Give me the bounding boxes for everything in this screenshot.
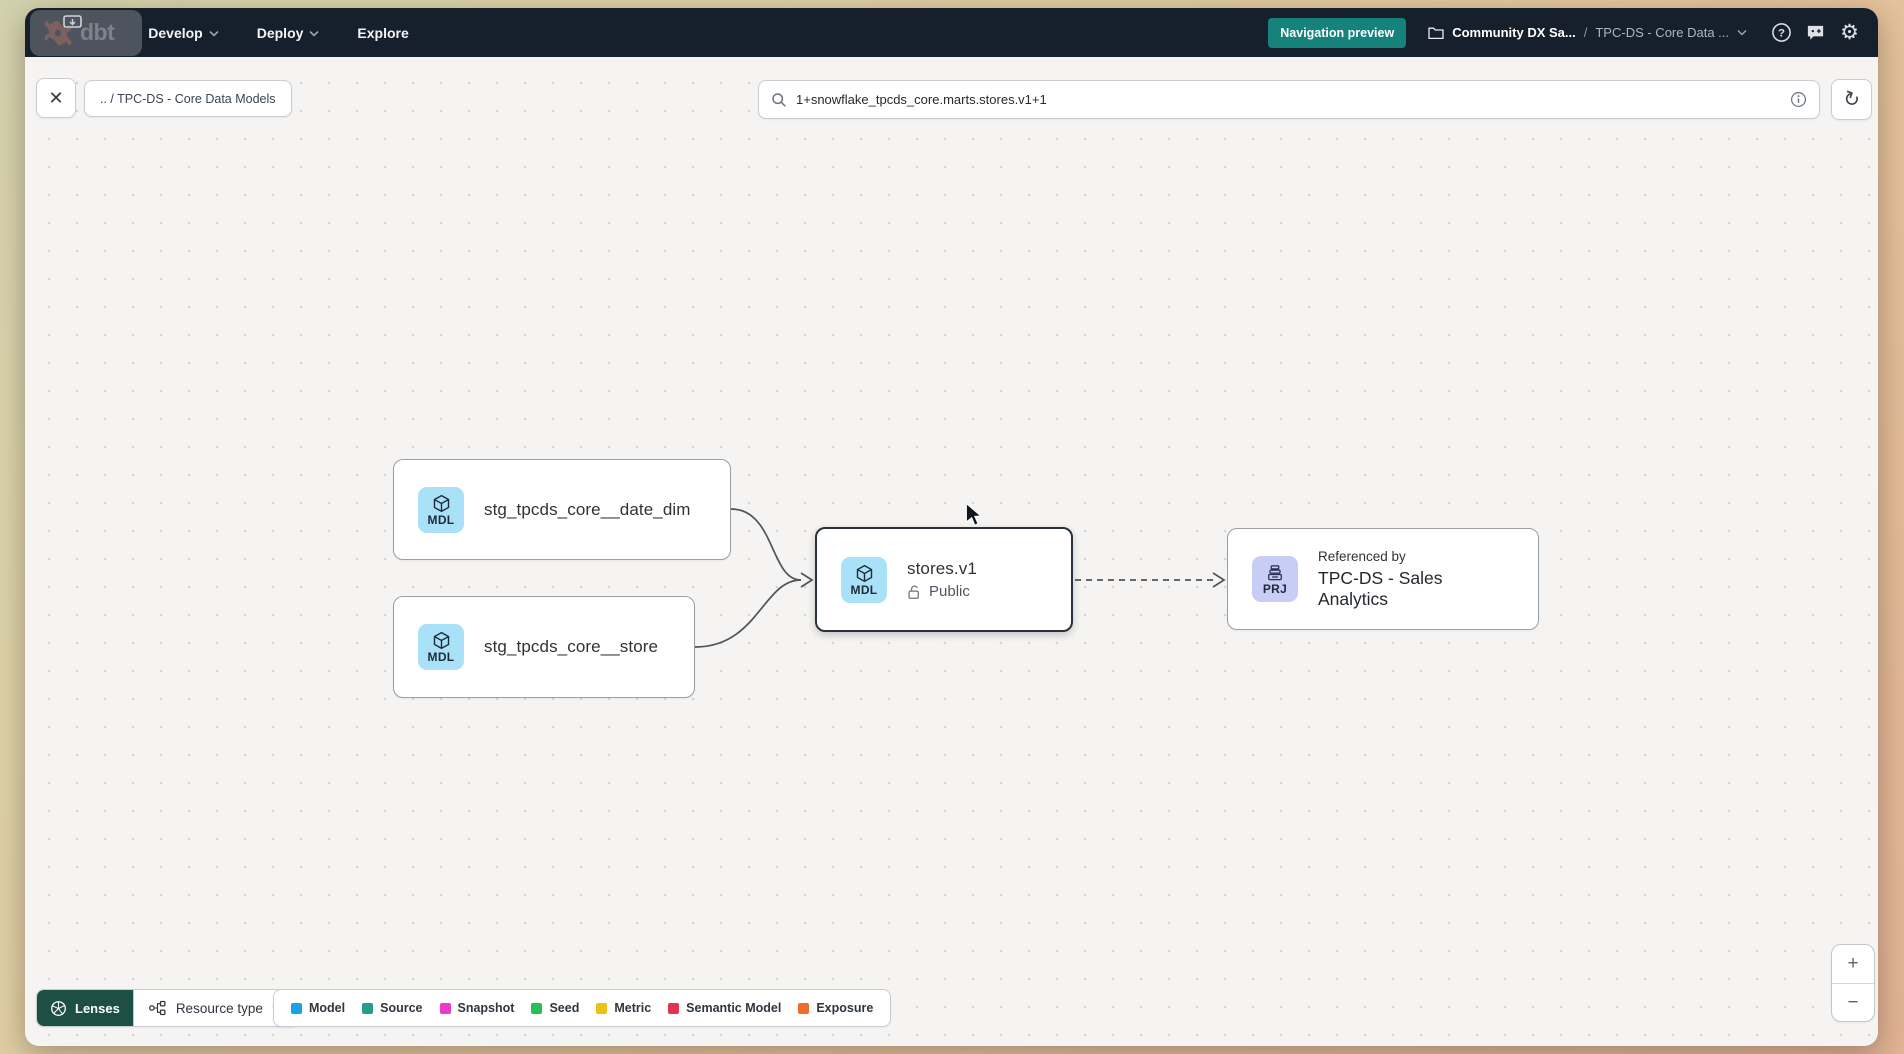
selector-search[interactable] [758,80,1820,119]
zoom-controls: + − [1831,944,1875,1022]
navbar-right: Navigation preview Community DX Sa... / … [1268,17,1860,48]
close-icon: ✕ [48,87,64,108]
refresh-icon: ↻ [1839,86,1863,114]
nav-item-label: Develop [148,24,203,41]
project-badge: PRJ [1252,556,1298,602]
node-access-row: Public [907,583,977,600]
footer-controls: Lenses Resource type [36,989,298,1027]
legend-swatch [596,1002,608,1014]
node-title: TPC-DS - Sales Analytics [1318,567,1443,609]
nav-item-label: Explore [357,24,409,41]
cube-icon [856,564,872,582]
legend-item-snapshot: Snapshot [439,1001,515,1015]
unlock-icon [908,584,919,599]
node-title: stores.v1 [907,559,977,578]
legend-item-exposure: Exposure [798,1001,873,1015]
top-navbar: dbt Develop Deploy Explore Navigation pr… [25,8,1878,57]
legend-swatch [668,1002,680,1014]
model-badge: MDL [418,624,464,670]
info-icon[interactable] [1790,91,1807,108]
node-access-label: Public [929,583,970,600]
model-node-stores-v1-selected[interactable]: MDL stores.v1 Public [815,527,1073,632]
svg-text:?: ? [1778,28,1785,40]
legend-swatch [362,1002,374,1014]
model-node-store[interactable]: MDL stg_tpcds_core__store [393,596,695,698]
screen-capture-overlay [30,10,142,56]
legend-item-seed: Seed [531,1001,579,1015]
legend-label: Source [380,1001,423,1015]
badge-label: MDL [427,650,455,664]
nav-item-develop[interactable]: Develop [148,24,219,41]
legend-item-semantic-model: Semantic Model [668,1001,781,1015]
project-stack-icon [1268,564,1282,580]
node-pretitle: Referenced by [1318,548,1406,564]
resource-legend: Model Source Snapshot Seed Metric Semant… [273,989,892,1027]
model-badge: MDL [418,486,464,533]
legend-swatch [291,1002,302,1014]
breadcrumb[interactable]: Community DX Sa... / TPC-DS - Core Data … [1428,25,1747,40]
zoom-out-button[interactable]: − [1832,983,1874,1021]
zoom-in-button[interactable]: + [1847,953,1859,974]
model-node-date-dim[interactable]: MDL stg_tpcds_core__date_dim [393,459,731,560]
badge-label: PRJ [1262,581,1288,596]
close-button[interactable]: ✕ [36,78,76,118]
node-title: stg_tpcds_core__store [484,637,659,656]
navigation-preview-badge[interactable]: Navigation preview [1268,17,1407,48]
chevron-down-icon [309,30,319,37]
nav-menu: Develop Deploy Explore [148,25,409,41]
breadcrumb-project[interactable]: Community DX Sa... [1452,25,1576,40]
legend-label: Seed [549,1001,580,1015]
selector-search-input[interactable] [796,92,1781,107]
legend-swatch [531,1002,543,1014]
app-window: dbt Develop Deploy Explore Navigation pr… [25,8,1878,1046]
lens-icon [51,1000,66,1016]
navbar-icons: ? ⚙ [1771,22,1860,43]
legend-item-source: Source [362,1001,423,1015]
chevron-down-icon[interactable] [1737,29,1747,36]
node-main: stores.v1 Public [907,559,977,600]
resource-type-dropdown[interactable]: Resource type [132,990,297,1026]
legend-item-model: Model [291,1001,345,1015]
chevron-down-icon [209,30,219,37]
search-icon [772,92,786,107]
settings-gear-icon[interactable]: ⚙ [1840,21,1859,44]
legend-label: Model [309,1001,346,1015]
breadcrumb-separator: / [1583,25,1588,40]
node-title: stg_tpcds_core__date_dim [484,499,691,519]
legend-label: Semantic Model [686,1001,782,1015]
refresh-button[interactable]: ↻ [1831,79,1872,120]
badge-label: MDL [850,582,878,597]
project-node-sales-analytics[interactable]: PRJ Referenced by TPC-DS - Sales Analyti… [1227,528,1539,630]
lineage-path-label: .. / TPC-DS - Core Data Models [100,91,276,106]
legend-item-metric: Metric [596,1001,651,1015]
breadcrumb-section[interactable]: TPC-DS - Core Data ... [1595,25,1729,40]
nav-item-explore[interactable]: Explore [357,25,408,41]
lenses-button[interactable]: Lenses [37,990,133,1026]
help-icon[interactable]: ? [1771,22,1792,43]
legend-swatch [798,1002,810,1014]
folder-icon [1428,27,1444,39]
lineage-path-chip[interactable]: .. / TPC-DS - Core Data Models [84,80,292,117]
badge-label: MDL [427,512,455,527]
cube-icon [433,631,449,650]
legend-label: Metric [614,1001,652,1015]
resource-type-label: Resource type [175,1000,263,1016]
resource-type-icon [148,1000,166,1016]
screen-share-icon [63,15,82,28]
lenses-label: Lenses [75,1000,120,1016]
legend-swatch [439,1002,451,1014]
feedback-icon[interactable] [1805,22,1826,43]
legend-label: Snapshot [457,1001,515,1015]
model-badge: MDL [841,556,887,603]
nav-item-label: Deploy [256,24,304,41]
node-main: Referenced by TPC-DS - Sales Analytics [1318,549,1514,610]
legend-label: Exposure [816,1001,874,1015]
nav-item-deploy[interactable]: Deploy [257,25,320,41]
cube-icon [433,494,449,512]
